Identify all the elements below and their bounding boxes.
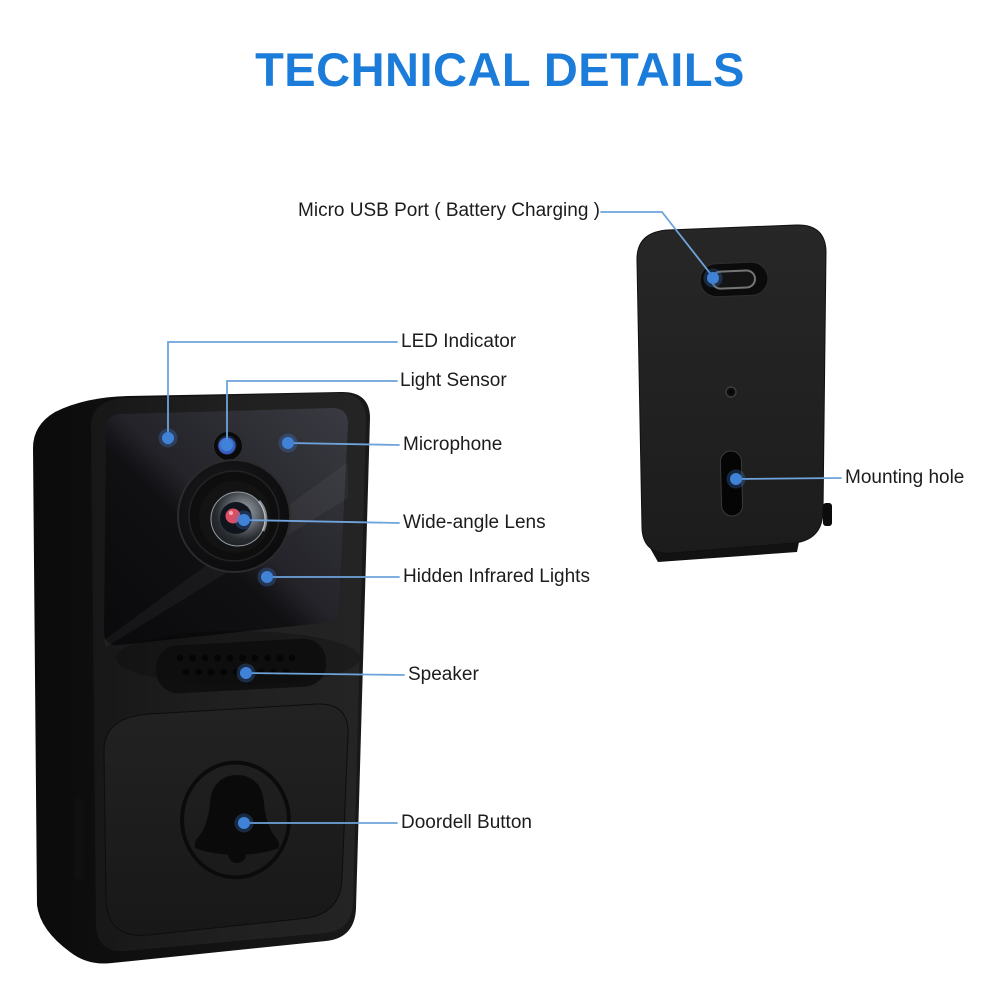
back-side-notch bbox=[823, 503, 832, 526]
callout-label-speaker: Speaker bbox=[408, 664, 479, 685]
callout-dot-light-sensor bbox=[221, 439, 233, 451]
page-title: TECHNICAL DETAILS bbox=[255, 43, 745, 96]
callout-label-lens: Wide-angle Lens bbox=[403, 512, 546, 533]
callout-dot-infrared bbox=[261, 571, 273, 583]
callout-dot-speaker bbox=[240, 667, 252, 679]
callout-lines bbox=[167, 211, 842, 824]
callout-label-mounting: Mounting hole bbox=[845, 467, 965, 488]
callout-dot-micro-usb bbox=[707, 272, 719, 284]
callout-line-lens bbox=[243, 519, 400, 524]
callout-dot-doorbell bbox=[238, 817, 250, 829]
usb-port bbox=[699, 261, 769, 298]
callout-line-micro-usb bbox=[600, 211, 714, 278]
callout-line-microphone bbox=[288, 442, 400, 446]
callout-line-light-sensor bbox=[226, 380, 398, 444]
mounting-hole-slot bbox=[719, 450, 744, 517]
callout-label-led: LED Indicator bbox=[401, 331, 517, 352]
side-tab bbox=[74, 798, 84, 880]
callout-dot-mounting bbox=[730, 473, 742, 485]
screw-hole bbox=[725, 386, 737, 398]
speaker-grille bbox=[116, 631, 360, 694]
callout-dot-lens bbox=[238, 514, 250, 526]
callout-label-light-sensor: Light Sensor bbox=[400, 370, 507, 391]
callout-line-speaker bbox=[245, 672, 405, 676]
callout-label-micro-usb: Micro USB Port ( Battery Charging ) bbox=[298, 200, 600, 221]
camera-lens bbox=[177, 459, 291, 573]
callout-dot-microphone bbox=[282, 437, 294, 449]
doorbell-front-view bbox=[33, 391, 370, 964]
callout-label-infrared: Hidden Infrared Lights bbox=[403, 566, 590, 587]
doorbell-back-view bbox=[636, 224, 832, 562]
doorbell-button bbox=[103, 703, 349, 936]
callout-line-led bbox=[167, 341, 398, 438]
callout-label-microphone: Microphone bbox=[403, 434, 503, 455]
callout-label-doorbell: Doordell Button bbox=[401, 812, 532, 833]
bell-icon bbox=[195, 775, 279, 863]
callout-dot-led bbox=[162, 432, 174, 444]
callout-line-mounting bbox=[735, 477, 842, 480]
callout-dots bbox=[158, 268, 746, 833]
